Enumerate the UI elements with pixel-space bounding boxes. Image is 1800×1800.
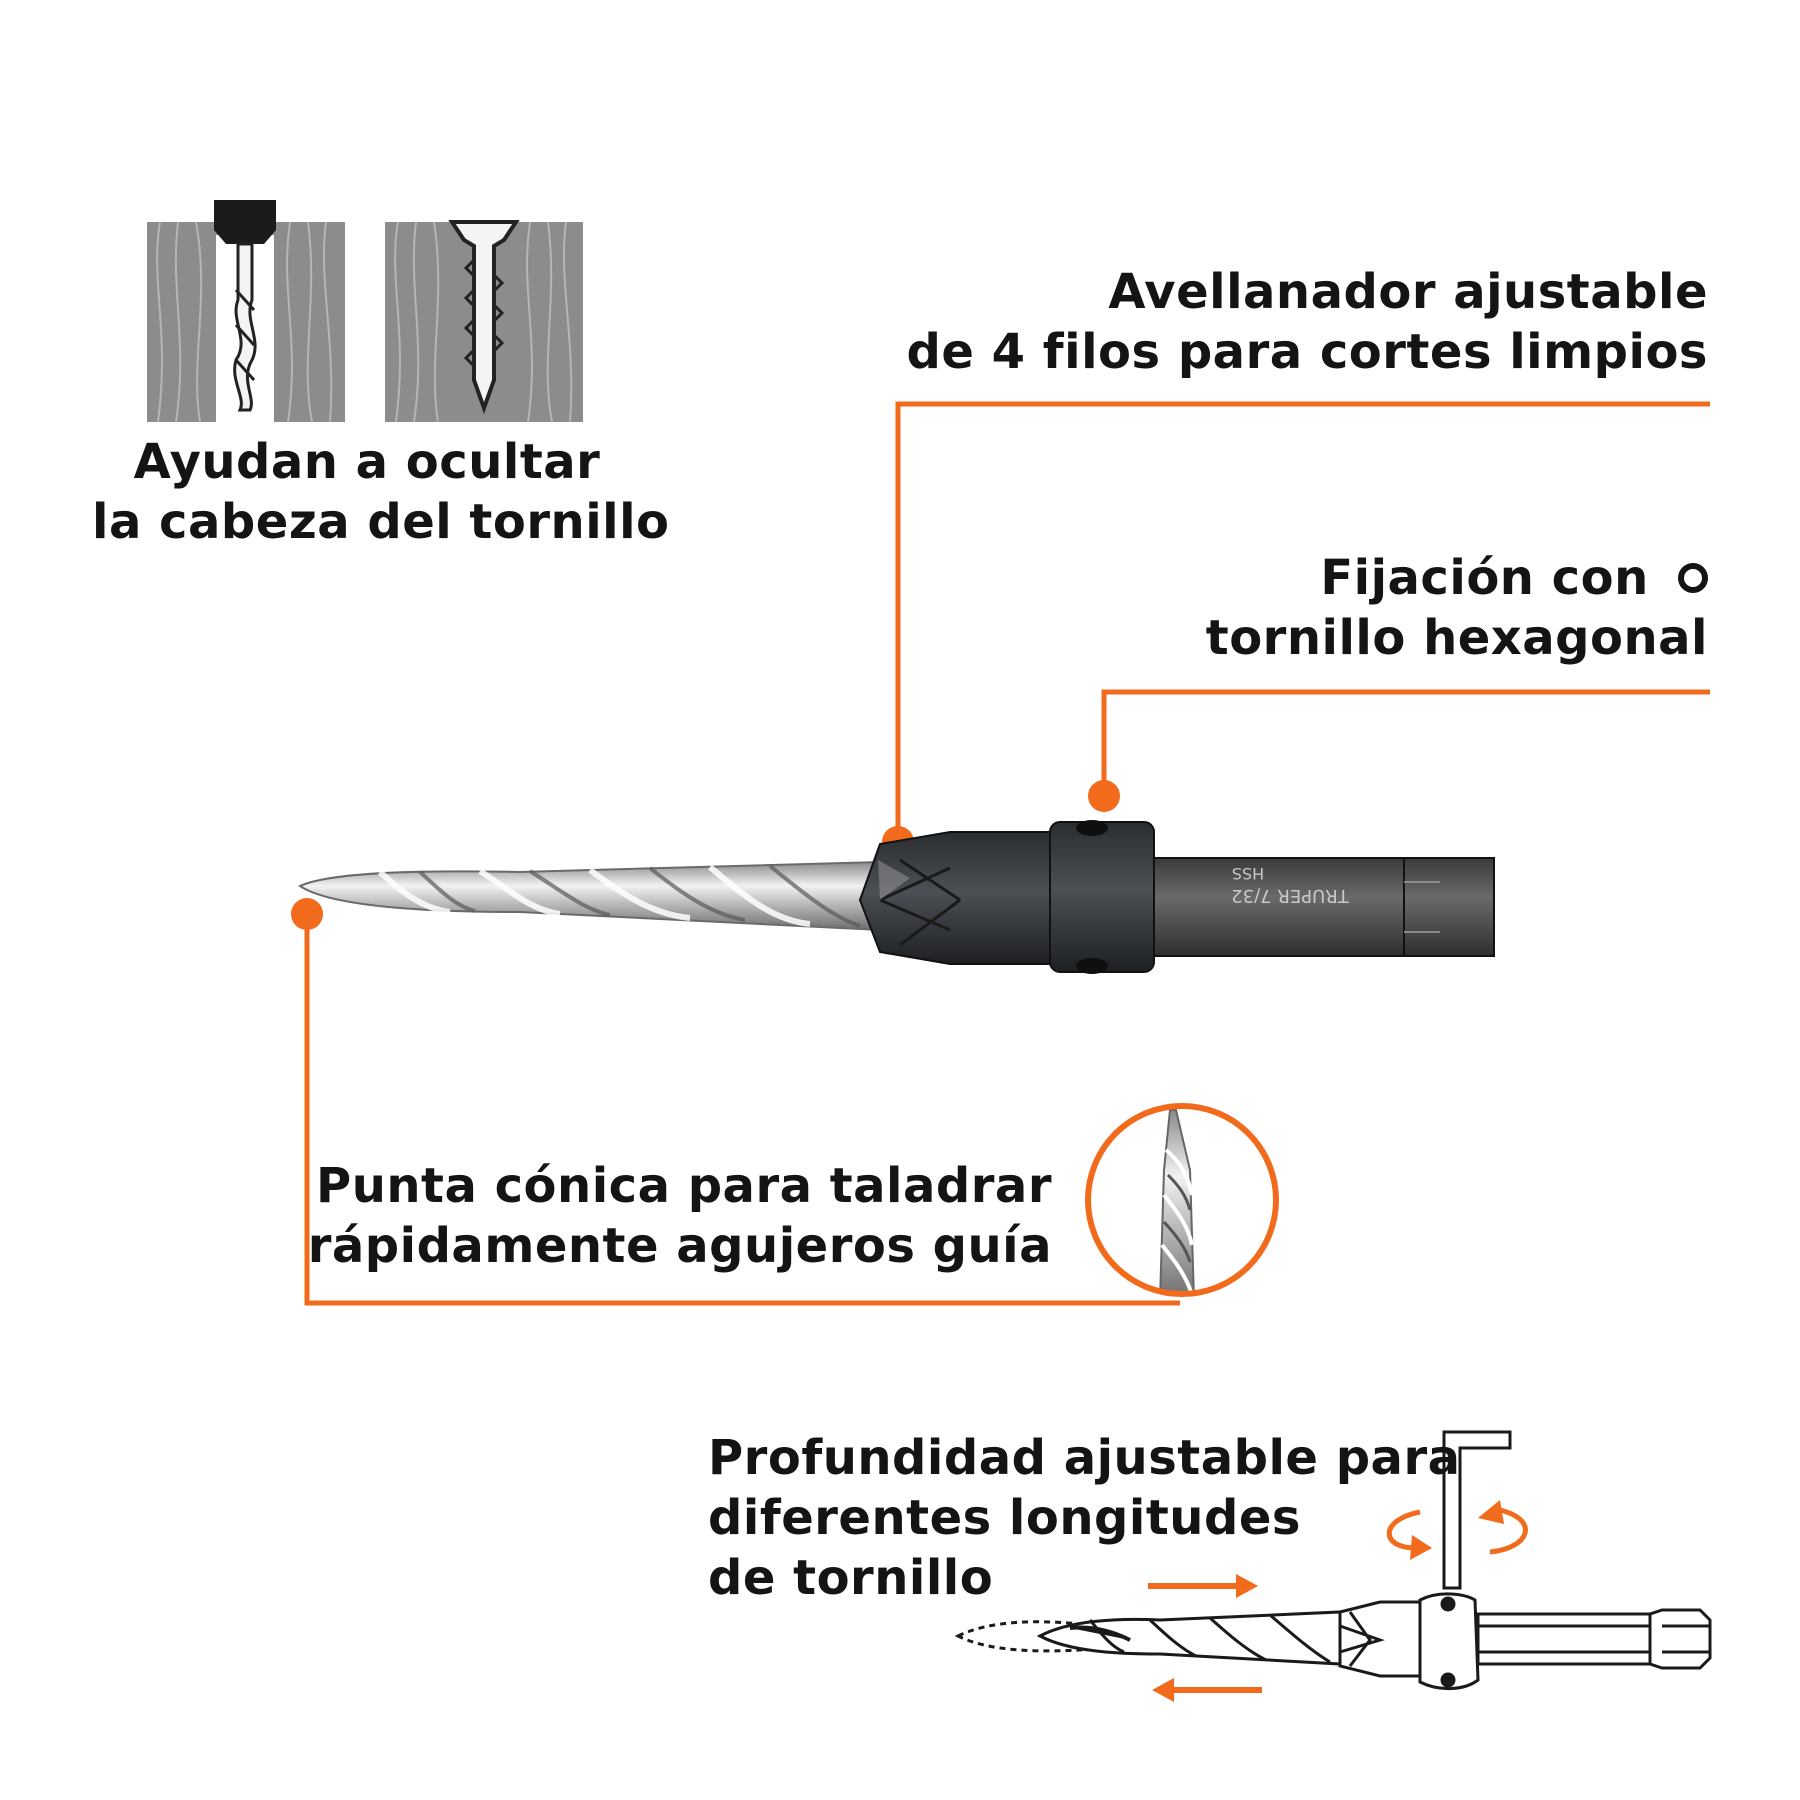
profundidad-line-1: Profundidad ajustable para (708, 1430, 1461, 1486)
ocultar-line-1: Ayudan a ocultar (133, 434, 601, 490)
hex-circle-icon (1678, 563, 1708, 593)
ocultar-line-2: la cabeza del tornillo (92, 494, 670, 550)
profundidad-line-3: de tornillo (708, 1550, 994, 1606)
punta-line-2: rápidamente agujeros guía (307, 1218, 1052, 1274)
callout-punta: Punta cónica para taladrar rápidamente a… (308, 1156, 1052, 1276)
wood-screw-icon (385, 220, 583, 423)
callout-profundidad: Profundidad ajustable para diferentes lo… (708, 1428, 1461, 1608)
wood-drill-icon (147, 200, 345, 423)
callout-fijacion: Fijación con tornillo hexagonal (1206, 548, 1708, 668)
avellanador-line-1: Avellanador ajustable (1108, 264, 1708, 320)
tip-magnifier (1085, 1103, 1279, 1297)
direction-arrows-icon (1148, 1574, 1262, 1702)
fijacion-text: Fijación con (1320, 550, 1649, 606)
callout-ocultar: Ayudan a ocultar la cabeza del tornillo (92, 432, 670, 552)
callout-avellanador: Avellanador ajustable de 4 filos para co… (907, 262, 1708, 382)
rotate-arrows-icon (1386, 1507, 1528, 1555)
profundidad-line-2: diferentes longitudes (708, 1490, 1301, 1546)
punta-line-1: Punta cónica para taladrar (316, 1158, 1052, 1214)
shank-marking-hss: HSS (1232, 864, 1264, 883)
countersink-drill-bit: TRUPER 7/32 HSS (297, 820, 1495, 974)
fijacion-line-2: tornillo hexagonal (1205, 610, 1708, 666)
avellanador-line-2: de 4 filos para cortes limpios (906, 324, 1708, 380)
rotate-arrowheads (1410, 1500, 1504, 1560)
callout-lines (304, 401, 1710, 1306)
shank-marking-truper: TRUPER 7/32 (1231, 885, 1350, 906)
depth-adjust-illustration (954, 1430, 1712, 1690)
fijacion-line-1: Fijación con (1206, 548, 1708, 608)
